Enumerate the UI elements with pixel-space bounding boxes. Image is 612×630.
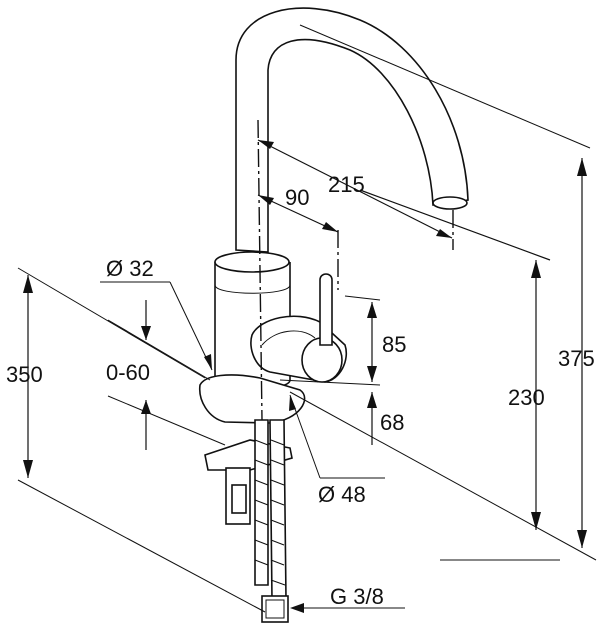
dim-base-height-label: 68	[380, 410, 404, 435]
spout	[235, 7, 469, 253]
spout-outlet	[432, 196, 468, 210]
faucet-body	[199, 7, 469, 623]
dimension-lines	[17, 24, 597, 613]
center-lines	[257, 119, 454, 421]
dim-total-height-label: 350	[6, 362, 43, 387]
hose-right	[269, 419, 287, 601]
column-top	[214, 251, 290, 273]
dimension-labels: 215 90 375 230 85 68 350 Ø 32 0-60 Ø 48 …	[6, 172, 595, 609]
dim-counter-thickness-label: 0-60	[106, 360, 150, 385]
dim-spout-height-label: 230	[508, 385, 545, 410]
lever-handle	[319, 273, 333, 346]
dim-lever-height-label: 85	[382, 332, 406, 357]
dim-body-diameter-label: Ø 32	[106, 256, 154, 281]
dim-reach-label: 215	[328, 172, 365, 197]
dim-spout-height-outer-label: 375	[558, 346, 595, 371]
dim-connection-thread-label: G 3/8	[330, 584, 384, 609]
base-plate	[199, 374, 306, 424]
dim-lever-offset-label: 90	[285, 185, 309, 210]
dim-hole-diameter-label: Ø 48	[318, 482, 366, 507]
